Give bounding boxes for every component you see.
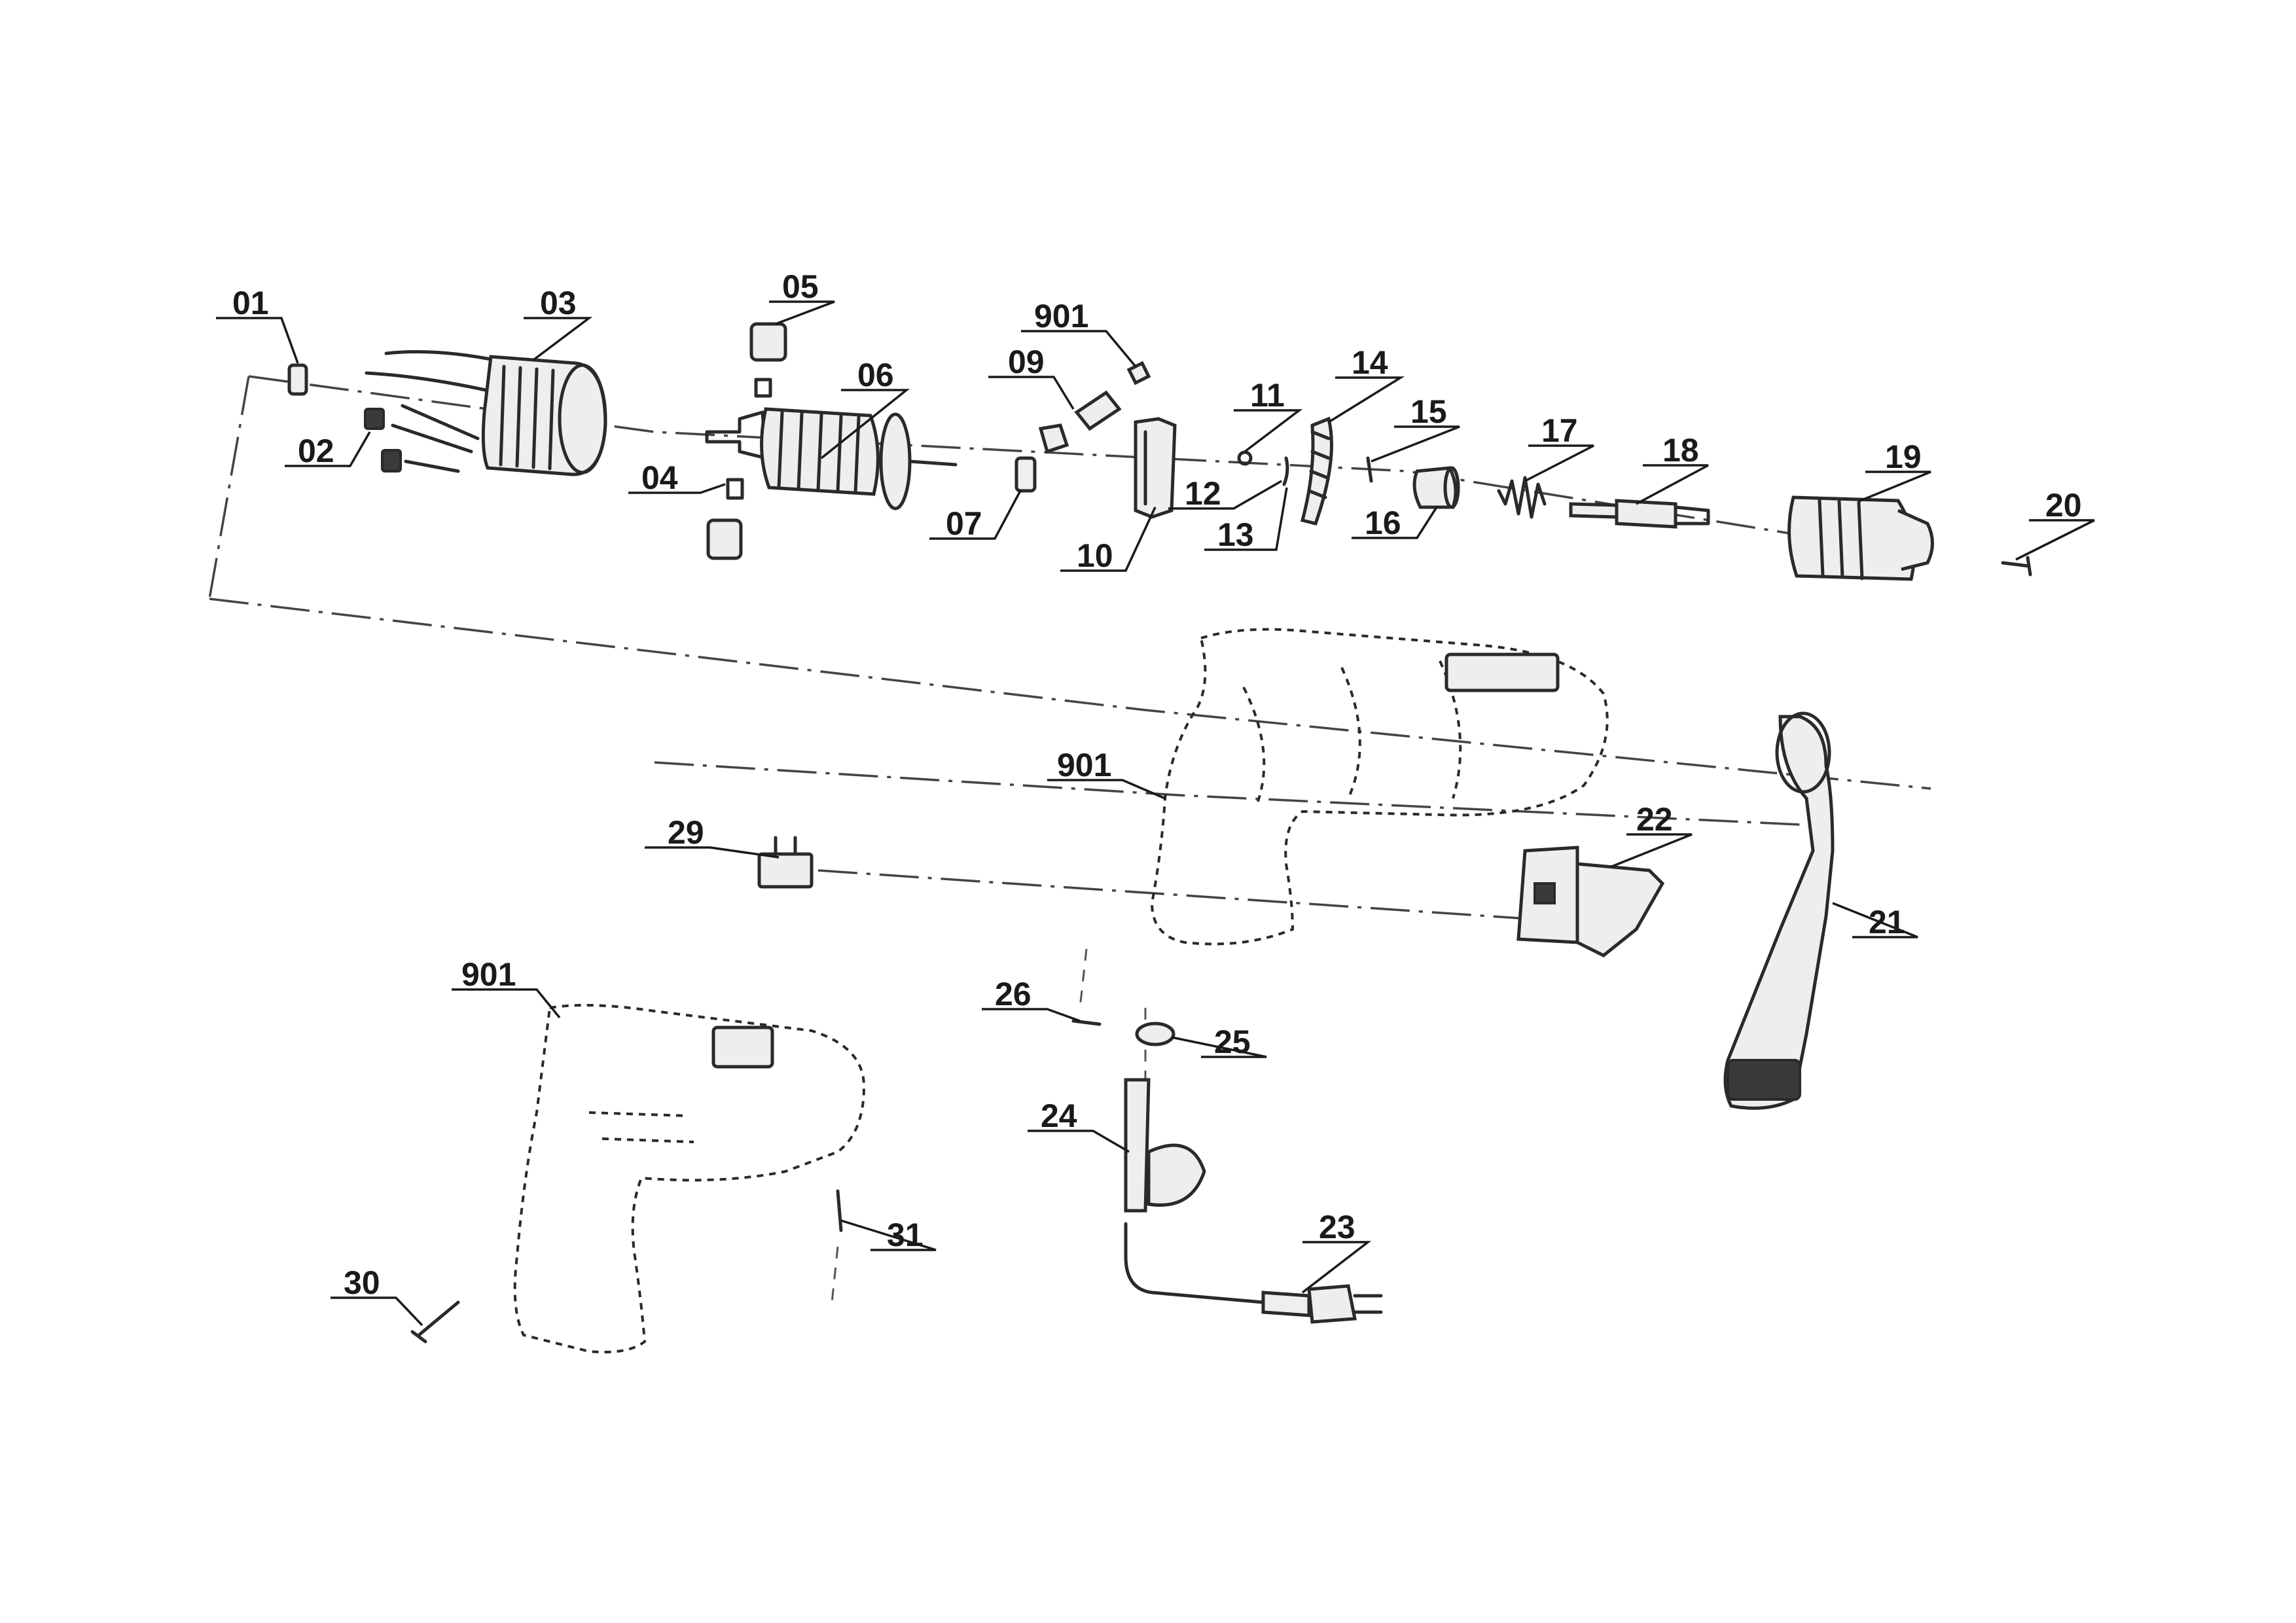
label-part-22: 22 (1636, 801, 1673, 838)
part-01-drawing (287, 363, 308, 396)
label-part-901-top: 901 (1034, 298, 1088, 334)
label-part-05: 05 (782, 268, 819, 305)
part-19-drawing (1787, 495, 1934, 581)
part-22-drawing (1516, 846, 1665, 957)
part-14-drawing (1300, 416, 1333, 526)
part-07-drawing (1014, 456, 1037, 493)
part-09-drawing (1038, 390, 1122, 454)
part-24-drawing (1124, 1078, 1206, 1213)
label-part-14: 14 (1352, 344, 1388, 381)
part-03-drawing (365, 350, 607, 476)
callout-leaders (216, 300, 2095, 1327)
part-17-drawing (1497, 476, 1547, 519)
label-part-06: 06 (857, 357, 894, 393)
label-part-25: 25 (1214, 1024, 1251, 1060)
part-26-drawing (1071, 1019, 1102, 1026)
callout-labels: 01 02 03 04 05 06 09 901 07 10 11 12 13 … (232, 268, 2082, 1301)
label-part-20: 20 (2045, 487, 2082, 524)
label-part-11: 11 (1250, 377, 1285, 414)
label-part-17: 17 (1541, 412, 1578, 449)
part-20-drawing (2001, 556, 2032, 577)
label-part-12: 12 (1185, 475, 1221, 512)
part-05-drawing (749, 322, 787, 398)
part-15-drawing (1366, 456, 1373, 483)
part-23-drawing (1124, 1222, 1383, 1324)
label-part-16: 16 (1365, 505, 1401, 541)
part-901-housing-left-drawing (513, 1004, 866, 1353)
label-part-901-housing-right: 901 (1057, 747, 1111, 783)
label-part-29: 29 (668, 814, 704, 851)
label-part-26: 26 (995, 976, 1031, 1012)
part-06-drawing (705, 407, 958, 510)
part-29-drawing (757, 836, 814, 889)
part-11-12-13-drawing (1237, 450, 1289, 486)
label-part-03: 03 (540, 285, 577, 321)
label-part-31: 31 (887, 1217, 924, 1253)
part-16-drawing (1412, 466, 1460, 509)
label-part-15: 15 (1410, 393, 1447, 430)
label-part-04: 04 (641, 459, 678, 496)
part-21-drawing (1723, 711, 1835, 1110)
label-part-07: 07 (946, 505, 982, 542)
part-10-drawing (1134, 417, 1177, 519)
label-part-10: 10 (1077, 537, 1113, 574)
part-30-drawing (410, 1300, 460, 1344)
part-25-drawing (1135, 1022, 1175, 1046)
part-18-drawing (1569, 499, 1710, 529)
label-part-901-housing-left: 901 (461, 956, 516, 993)
label-part-30: 30 (344, 1264, 380, 1301)
label-part-13: 13 (1217, 516, 1254, 553)
part-02-drawing (364, 404, 480, 473)
label-part-21: 21 (1869, 904, 1905, 940)
part-31-drawing (836, 1189, 843, 1232)
label-part-09: 09 (1008, 344, 1045, 380)
part-04-drawing (706, 478, 744, 560)
label-part-24: 24 (1041, 1097, 1077, 1134)
label-part-18: 18 (1662, 432, 1699, 469)
label-part-19: 19 (1885, 438, 1922, 475)
label-part-02: 02 (298, 433, 334, 469)
part-901-top-drawing (1126, 361, 1151, 385)
label-part-23: 23 (1319, 1209, 1355, 1245)
label-part-01: 01 (232, 285, 269, 321)
